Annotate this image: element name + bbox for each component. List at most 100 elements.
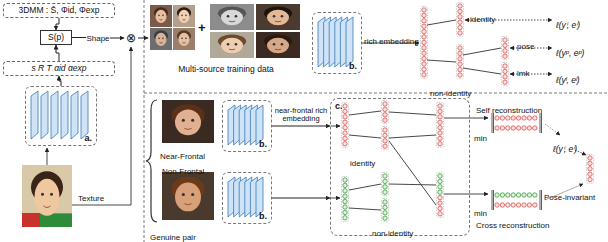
vector-element bbox=[503, 54, 507, 58]
model-box: 3DMM : S̄, Φid, Φexp bbox=[3, 3, 115, 18]
face-eye bbox=[273, 43, 276, 46]
face-skin bbox=[221, 10, 243, 26]
vector-element bbox=[383, 200, 387, 204]
label-holder: + bbox=[198, 18, 206, 36]
cnn-layer bbox=[51, 91, 58, 139]
vector-outline bbox=[501, 36, 508, 59]
node-label: s R T αid αexp bbox=[31, 64, 86, 74]
face-photo bbox=[162, 100, 214, 143]
vector-element bbox=[422, 46, 426, 50]
cnn-layer bbox=[71, 91, 78, 139]
vector-element bbox=[511, 203, 515, 207]
face-eye bbox=[281, 15, 284, 18]
connector-line bbox=[444, 118, 488, 119]
vector-element bbox=[588, 167, 592, 171]
vector-element bbox=[495, 126, 499, 130]
vector-element bbox=[458, 62, 462, 66]
label-holder: Genuine pair bbox=[150, 226, 196, 242]
face-skin bbox=[35, 179, 60, 216]
label-holder: Pose-invariant bbox=[544, 186, 595, 204]
vector-element bbox=[343, 194, 347, 198]
text-label: rich embedding bbox=[364, 37, 419, 46]
parameter-box: s R T αid αexp bbox=[3, 61, 115, 76]
label-holder: ℓ(yⁱ, eⁱ) bbox=[553, 138, 577, 156]
face-eye bbox=[50, 193, 53, 196]
vector-outline bbox=[341, 176, 348, 221]
text-label: Genuine pair bbox=[150, 233, 196, 242]
loss-link bbox=[510, 74, 552, 75]
vector-element bbox=[500, 203, 504, 207]
face-skin bbox=[156, 33, 167, 46]
face-eye bbox=[41, 193, 44, 196]
node-label: 3DMM : S̄, Φid, Φexp bbox=[18, 6, 99, 16]
vector-element bbox=[503, 69, 507, 73]
vector-element bbox=[506, 193, 510, 197]
connector-line bbox=[444, 194, 488, 195]
connector-line bbox=[349, 111, 381, 115]
face-mouth bbox=[229, 21, 235, 23]
cnn-layer bbox=[31, 91, 38, 139]
text-label: identity bbox=[470, 15, 495, 24]
vector-element bbox=[383, 107, 387, 111]
cnn-block: b. bbox=[222, 172, 272, 224]
face-eye bbox=[235, 43, 238, 46]
vector-element bbox=[383, 139, 387, 143]
text-label: Non-Frontal bbox=[162, 167, 204, 176]
vector-element bbox=[458, 25, 462, 29]
label-holder: Cross reconstruction bbox=[476, 214, 549, 232]
vector-element bbox=[503, 49, 507, 53]
text-label: Self reconstruction bbox=[476, 106, 542, 115]
vector-element bbox=[588, 156, 592, 160]
text-label: + bbox=[198, 20, 206, 35]
face-photo bbox=[150, 28, 172, 50]
vector-element bbox=[383, 179, 387, 183]
vector-element bbox=[516, 193, 520, 197]
connector-line bbox=[541, 190, 542, 210]
vector-element bbox=[527, 116, 531, 120]
vector-element bbox=[458, 20, 462, 24]
vector-element bbox=[503, 43, 507, 47]
face-skin bbox=[267, 38, 289, 54]
vector-element bbox=[343, 183, 347, 187]
vector-element bbox=[458, 67, 462, 71]
edge-label: near-frontal rich embedding bbox=[273, 107, 329, 124]
face-eye bbox=[227, 15, 230, 18]
face-mouth bbox=[184, 204, 191, 205]
vector-element bbox=[458, 57, 462, 61]
pair-bracket bbox=[146, 100, 157, 222]
vector-outline bbox=[501, 62, 508, 85]
vector-element bbox=[438, 109, 442, 113]
face-photo bbox=[150, 5, 172, 27]
vector-outline bbox=[586, 154, 593, 183]
vector-element bbox=[383, 118, 387, 122]
vector-element bbox=[343, 210, 347, 214]
panel-divider bbox=[144, 0, 145, 242]
vector-element bbox=[383, 128, 387, 132]
edge-label: Shape bbox=[86, 34, 109, 43]
face-photo bbox=[173, 28, 195, 50]
vector-element bbox=[422, 51, 426, 55]
vector-element bbox=[522, 203, 526, 207]
vector-element bbox=[438, 131, 442, 135]
face-eye bbox=[158, 15, 160, 17]
vector-outline bbox=[381, 126, 388, 149]
vector-element bbox=[343, 216, 347, 220]
face-skin bbox=[175, 109, 201, 135]
face-eye bbox=[235, 15, 238, 18]
vector-element bbox=[438, 120, 442, 124]
face-photo bbox=[162, 172, 214, 220]
vector-element bbox=[438, 206, 442, 210]
cnn-layer bbox=[346, 17, 353, 67]
vector-element bbox=[458, 4, 462, 8]
vector-outline bbox=[381, 198, 388, 221]
cnn-layer bbox=[81, 91, 88, 139]
vector-element bbox=[343, 136, 347, 140]
vector-element bbox=[343, 189, 347, 193]
text-label: identity bbox=[350, 159, 375, 168]
vector-element bbox=[383, 144, 387, 148]
vector-element bbox=[511, 116, 515, 120]
label-holder: identity bbox=[470, 8, 495, 26]
text-label: ℓ(yˡ, eˡ) bbox=[556, 75, 580, 85]
label-holder: lmk bbox=[517, 62, 529, 80]
